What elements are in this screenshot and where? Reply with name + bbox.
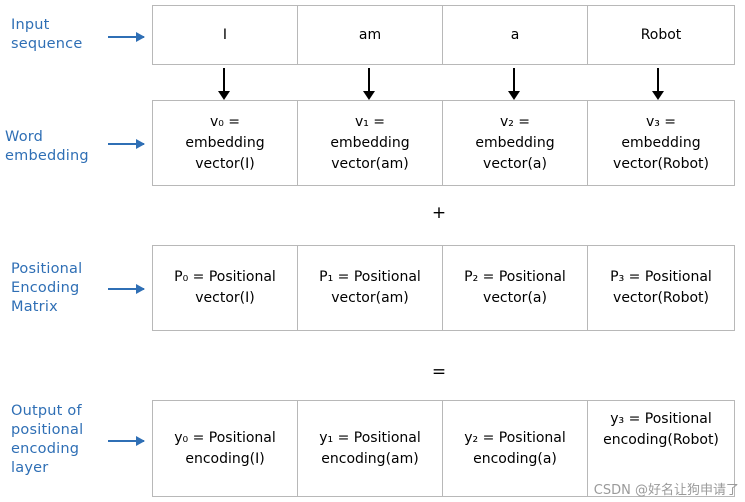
output-row: y₀ = Positional encoding(I) y₁ = Positio… [152,400,735,497]
output-cell-1: y₁ = Positional encoding(am) [297,401,442,496]
output-cell-1-text: y₁ = Positional encoding(am) [319,429,421,467]
positional-cell-1-text: P₁ = Positional vector(am) [319,269,421,306]
positional-cell-0-text: P₀ = Positional vector(I) [174,269,276,306]
positional-cell-3: P₃ = Positional vector(Robot) [587,246,734,330]
input-cell-0-text: I [222,26,228,43]
embedding-cell-0-text: v₀ = embedding vector(I) [185,113,265,172]
equals-operator: = [431,362,447,382]
label-positional-encoding-matrix: Positional Encoding Matrix [11,261,83,315]
plus-operator: + [431,203,447,223]
label-input-sequence: Input sequence [11,17,83,52]
input-cell-2: a [442,6,587,64]
input-cell-1-text: am [358,26,382,43]
output-cell-3-text: y₃ = Positional encoding(Robot) [603,411,719,448]
input-cell-3: Robot [587,6,734,64]
input-cell-3-text: Robot [640,26,682,43]
label-output-layer: Output of positional encoding layer [11,403,84,476]
input-sequence-row: I am a Robot [152,5,735,65]
arrow-down-1 [363,68,375,100]
arrow-label-to-embedding [108,139,145,149]
output-cell-2: y₂ = Positional encoding(a) [442,401,587,496]
output-cell-0: y₀ = Positional encoding(I) [153,401,297,496]
output-cell-0-text: y₀ = Positional encoding(I) [174,429,276,467]
embedding-cell-0: v₀ = embedding vector(I) [153,101,297,185]
arrow-label-to-input [108,32,145,42]
positional-cell-2-text: P₂ = Positional vector(a) [464,269,566,306]
embedding-cell-1-text: v₁ = embedding vector(am) [330,113,410,172]
watermark: CSDN @好名让狗申请了 [593,483,739,498]
embedding-cell-3-text: v₃ = embedding vector(Robot) [613,113,709,172]
embedding-cell-2: v₂ = embedding vector(a) [442,101,587,185]
word-embedding-row: v₀ = embedding vector(I) v₁ = embedding … [152,100,735,186]
arrow-down-0 [218,68,230,100]
input-cell-2-text: a [510,26,520,43]
label-word-embedding: Word embedding [5,129,89,164]
positional-cell-2: P₂ = Positional vector(a) [442,246,587,330]
embedding-cell-3: v₃ = embedding vector(Robot) [587,101,734,185]
positional-encoding-row: P₀ = Positional vector(I) P₁ = Positiona… [152,245,735,331]
input-cell-1: am [297,6,442,64]
arrow-down-3 [652,68,664,100]
arrow-down-2 [508,68,520,100]
output-cell-2-text: y₂ = Positional encoding(a) [464,429,566,467]
embedding-cell-2-text: v₂ = embedding vector(a) [475,113,555,172]
embedding-cell-1: v₁ = embedding vector(am) [297,101,442,185]
arrow-label-to-output [108,436,145,446]
positional-cell-0: P₀ = Positional vector(I) [153,246,297,330]
positional-cell-3-text: P₃ = Positional vector(Robot) [610,269,712,306]
output-cell-3: y₃ = Positional encoding(Robot) [587,401,734,496]
positional-cell-1: P₁ = Positional vector(am) [297,246,442,330]
input-cell-0: I [153,6,297,64]
arrow-label-to-positional [108,284,145,294]
